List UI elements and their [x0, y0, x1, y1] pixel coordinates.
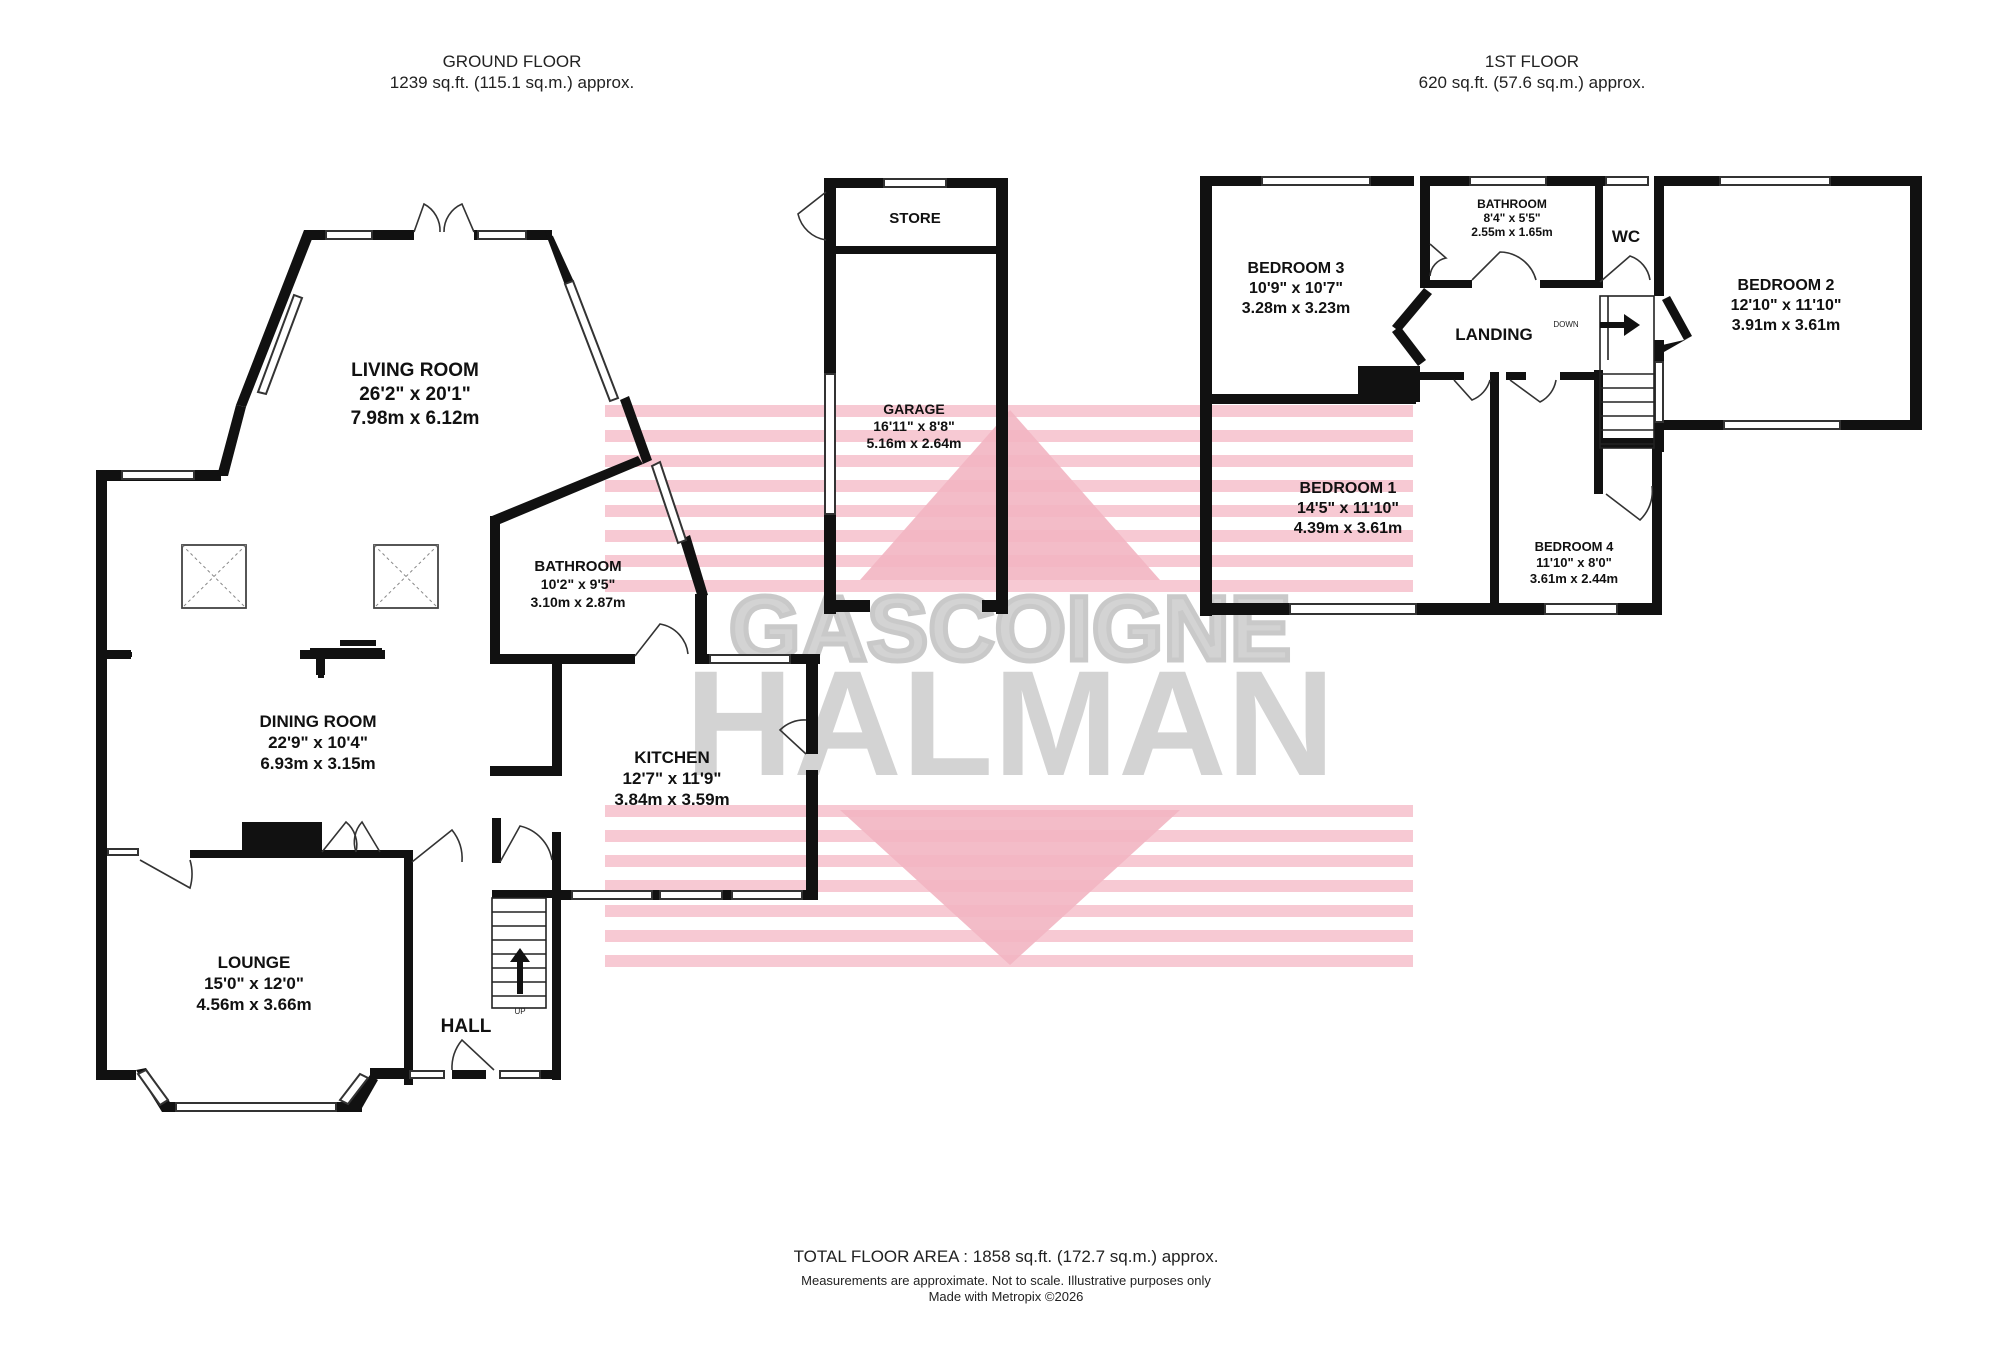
first-floor-walls — [1200, 176, 1922, 616]
room-name: BEDROOM 4 — [1535, 539, 1615, 554]
stairs-up-arrow-shaft — [517, 960, 523, 994]
room-imperial: 12'7" x 11'9" — [623, 769, 722, 788]
watermark-triangle-down — [840, 810, 1180, 965]
room-imperial: 26'2" x 20'1" — [359, 384, 471, 405]
total-floor-area: TOTAL FLOOR AREA : 1858 sq.ft. (172.7 sq… — [794, 1247, 1219, 1266]
room-metric: 2.55m x 1.65m — [1471, 225, 1552, 239]
room-bedroom-3: BEDROOM 3 10'9" x 10'7" 3.28m x 3.23m — [1242, 260, 1351, 317]
dining-partitions — [96, 652, 560, 772]
room-metric: 3.10m x 2.87m — [531, 594, 626, 610]
room-imperial: 14'5" x 11'10" — [1297, 500, 1399, 517]
room-name: HALL — [441, 1016, 492, 1037]
ground-floor-title: GROUND FLOOR — [443, 52, 582, 71]
room-metric: 3.61m x 2.44m — [1530, 571, 1618, 586]
room-name: WC — [1612, 227, 1640, 246]
room-name: BEDROOM 1 — [1300, 480, 1397, 497]
fireplace-dining — [242, 822, 322, 852]
stairs-down-arrow-shaft — [1600, 322, 1626, 328]
room-name: STORE — [889, 210, 940, 227]
room-imperial: 15'0" x 12'0" — [204, 974, 304, 993]
room-imperial: 22'9" x 10'4" — [268, 733, 368, 752]
room-lounge: LOUNGE 15'0" x 12'0" 4.56m x 3.66m — [196, 953, 311, 1014]
room-living-room: LIVING ROOM 26'2" x 20'1" 7.98m x 6.12m — [351, 360, 480, 429]
room-store: STORE — [889, 210, 940, 227]
made-with: Made with Metropix ©2026 — [929, 1289, 1084, 1304]
room-name: GARAGE — [883, 401, 944, 417]
first-floor-doors — [1429, 243, 1654, 522]
room-name: LANDING — [1455, 325, 1532, 344]
skylights — [181, 544, 439, 609]
ground-floor-doors — [139, 202, 807, 1071]
room-name: KITCHEN — [634, 748, 710, 767]
room-imperial: 12'10" x 11'10" — [1731, 297, 1842, 314]
room-imperial: 11'10" x 8'0" — [1536, 555, 1612, 570]
watermark: GASCOIGNE HALMAN — [605, 405, 1413, 967]
room-kitchen: KITCHEN 12'7" x 11'9" 3.84m x 3.59m — [614, 748, 729, 809]
room-metric: 7.98m x 6.12m — [351, 408, 480, 429]
room-metric: 6.93m x 3.15m — [260, 754, 375, 773]
room-imperial: 8'4" x 5'5" — [1483, 211, 1540, 225]
stairs-down-label: DOWN — [1553, 320, 1579, 329]
room-imperial: 10'9" x 10'7" — [1249, 280, 1343, 297]
room-dining-room: DINING ROOM 22'9" x 10'4" 6.93m x 3.15m — [259, 712, 376, 773]
watermark-line2: HALMAN — [685, 639, 1335, 807]
room-name: BEDROOM 2 — [1738, 277, 1835, 294]
stairs-up-arrow-head — [510, 948, 530, 962]
stairs-down-arrow-head — [1624, 314, 1640, 336]
disclaimer: Measurements are approximate. Not to sca… — [801, 1273, 1211, 1288]
ground-floor-windows — [107, 230, 803, 1112]
room-name: BEDROOM 3 — [1248, 260, 1345, 277]
room-bathroom-ground: BATHROOM 10'2" x 9'5" 3.10m x 2.87m — [531, 558, 626, 610]
room-metric: 3.84m x 3.59m — [614, 790, 729, 809]
room-name: DINING ROOM — [259, 712, 376, 731]
room-name: BATHROOM — [534, 558, 621, 575]
room-garage: GARAGE 16'11" x 8'8" 5.16m x 2.64m — [867, 401, 962, 451]
room-imperial: 10'2" x 9'5" — [541, 576, 615, 592]
room-metric: 3.91m x 3.61m — [1732, 317, 1841, 334]
stairs-up-label: UP — [514, 1007, 525, 1016]
ground-floor-area: 1239 sq.ft. (115.1 sq.m.) approx. — [390, 73, 634, 92]
watermark-line1: GASCOIGNE — [729, 578, 1291, 680]
room-bedroom-1: BEDROOM 1 14'5" x 11'10" 4.39m x 3.61m — [1294, 480, 1403, 537]
stairs-down — [1599, 295, 1655, 449]
garage-walls — [797, 178, 1008, 614]
room-name: LIVING ROOM — [351, 360, 479, 381]
room-name: LOUNGE — [218, 953, 291, 972]
room-hall: HALL — [441, 1016, 492, 1037]
room-landing: LANDING — [1455, 325, 1532, 344]
room-metric: 4.56m x 3.66m — [196, 995, 311, 1014]
room-bedroom-2: BEDROOM 2 12'10" x 11'10" 3.91m x 3.61m — [1731, 277, 1842, 334]
room-metric: 3.28m x 3.23m — [1242, 300, 1351, 317]
room-wc: WC — [1612, 227, 1640, 246]
stairs-up — [491, 897, 547, 1009]
first-floor-area: 620 sq.ft. (57.6 sq.m.) approx. — [1419, 73, 1646, 92]
first-floor-title: 1ST FLOOR — [1485, 52, 1579, 71]
room-name: BATHROOM — [1477, 197, 1547, 211]
room-metric: 5.16m x 2.64m — [867, 435, 962, 451]
room-imperial: 16'11" x 8'8" — [873, 418, 954, 434]
landing-walls — [1392, 288, 1692, 366]
room-bathroom-first: BATHROOM 8'4" x 5'5" 2.55m x 1.65m — [1471, 197, 1552, 239]
room-bedroom-4: BEDROOM 4 11'10" x 8'0" 3.61m x 2.44m — [1530, 539, 1618, 586]
room-metric: 4.39m x 3.61m — [1294, 520, 1403, 537]
watermark-triangle-up — [860, 410, 1160, 580]
